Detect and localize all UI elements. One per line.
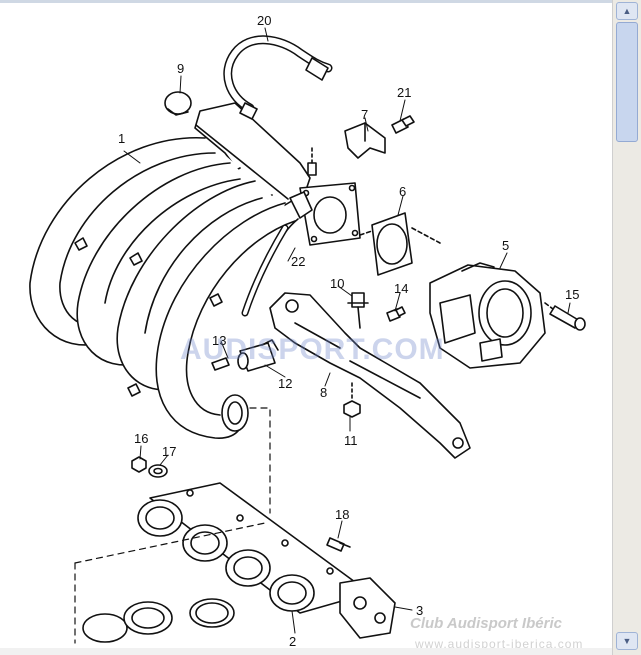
intake-manifold-part	[29, 102, 311, 439]
scrollbar-thumb[interactable]	[616, 22, 638, 142]
callout-7: 7	[361, 107, 368, 122]
callout-20: 20	[257, 13, 271, 28]
bracket-part	[344, 122, 386, 159]
breather-hose-part	[223, 35, 333, 120]
lower-runner-part	[137, 482, 371, 614]
throttle-gasket-part	[359, 212, 441, 276]
vertical-scrollbar[interactable]: ▲ ▼	[612, 0, 641, 655]
screw-13-part	[211, 357, 230, 371]
small-hose-part	[241, 224, 289, 317]
footer-brand-text: Club Audisport Ibéric	[410, 615, 562, 632]
callout-18: 18	[335, 507, 349, 522]
hose-clamps-part	[82, 598, 235, 643]
nut-16-part	[131, 456, 147, 473]
callout-6: 6	[399, 184, 406, 199]
callout-9: 9	[177, 61, 184, 76]
callout-8: 8	[320, 385, 327, 400]
washer-17-part	[148, 464, 168, 478]
footer-url-text: www.audisport-iberica.com	[415, 637, 584, 651]
callout-12: 12	[278, 376, 292, 391]
callout-15: 15	[565, 287, 579, 302]
callout-13: 13	[212, 333, 226, 348]
bolt-18-part	[326, 537, 351, 552]
intake-manifold-exploded-view: 1 2 3 5 6 7 8 9 10 11 12 13 14 15 16 17 …	[29, 13, 586, 648]
bolt-on-plenum	[307, 147, 317, 176]
bottom-border	[0, 648, 612, 655]
callout-21: 21	[397, 85, 411, 100]
callout-14: 14	[394, 281, 408, 296]
stud-10-part	[347, 292, 369, 329]
callout-leader-lines	[123, 27, 571, 634]
manifold-throttle-flange	[289, 182, 361, 246]
callout-5: 5	[502, 238, 509, 253]
throttle-body-part	[429, 262, 566, 369]
bolt-15-part	[549, 305, 586, 331]
nut-11-part	[343, 382, 361, 418]
parts-diagram: 1 2 3 5 6 7 8 9 10 11 12 13 14 15 16 17 …	[0, 3, 612, 651]
callout-17: 17	[162, 444, 176, 459]
top-border	[0, 0, 641, 3]
bolt-21-part	[391, 115, 415, 134]
scroll-up-arrow-icon[interactable]: ▲	[616, 2, 638, 20]
support-bracket-part	[269, 292, 471, 459]
callout-3: 3	[416, 603, 423, 618]
callout-16: 16	[134, 431, 148, 446]
scroll-down-arrow-icon[interactable]: ▼	[616, 632, 638, 650]
callout-1: 1	[118, 131, 125, 146]
assembly-guide-lines	[74, 407, 271, 644]
sensor-12-part	[237, 339, 279, 372]
blanking-plug-part	[164, 91, 192, 116]
callout-11: 11	[344, 433, 358, 448]
callout-22: 22	[291, 254, 305, 269]
callout-10: 10	[330, 276, 344, 291]
callout-labels: 1 2 3 5 6 7 8 9 10 11 12 13 14 15 16 17 …	[118, 13, 579, 648]
watermark-text: AUDISPORT.COM	[180, 333, 445, 366]
bolt-14-part	[386, 306, 406, 322]
callout-2: 2	[289, 634, 296, 648]
runner-gasket-part	[339, 577, 396, 639]
